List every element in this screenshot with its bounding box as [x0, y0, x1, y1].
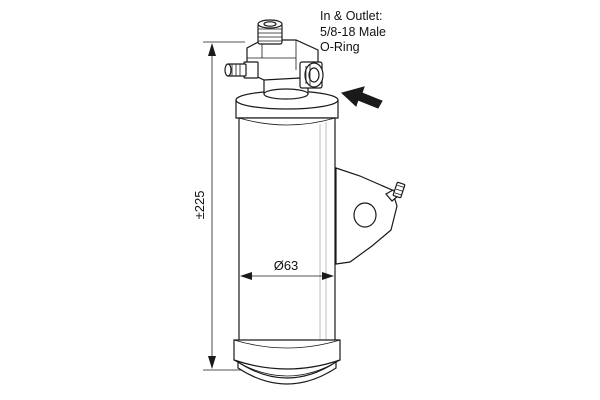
mounting-bracket: [335, 167, 406, 265]
height-dimension-label: ±225: [192, 191, 207, 220]
height-dimension: ±225: [192, 41, 245, 371]
right-fitting: [299, 61, 324, 89]
drier-body: [233, 90, 341, 385]
left-fitting: [224, 61, 259, 79]
inlet-arrow-icon: [341, 86, 383, 109]
body-cylinder: [238, 117, 336, 347]
head-assembly: [224, 19, 324, 100]
diameter-dimension: Ø63: [240, 258, 334, 280]
height-arrow-bottom: [208, 356, 216, 369]
diameter-arrow-left: [240, 272, 252, 280]
bracket-hole: [353, 202, 377, 228]
annotation-line-2: 5/8-18 Male: [320, 24, 387, 39]
height-arrow-top: [208, 43, 216, 56]
fitting-annotation: In & Outlet: 5/8-18 Male O-Ring: [320, 9, 386, 56]
annotation-line-3: O-Ring: [320, 40, 360, 54]
flow-direction-arrow: [341, 86, 383, 109]
annotation-line-1: In & Outlet:: [320, 9, 383, 23]
bottom-cap: [237, 360, 337, 385]
diameter-dimension-label: Ø63: [274, 258, 299, 273]
diameter-arrow-right: [322, 272, 334, 280]
top-fitting: [257, 19, 283, 45]
